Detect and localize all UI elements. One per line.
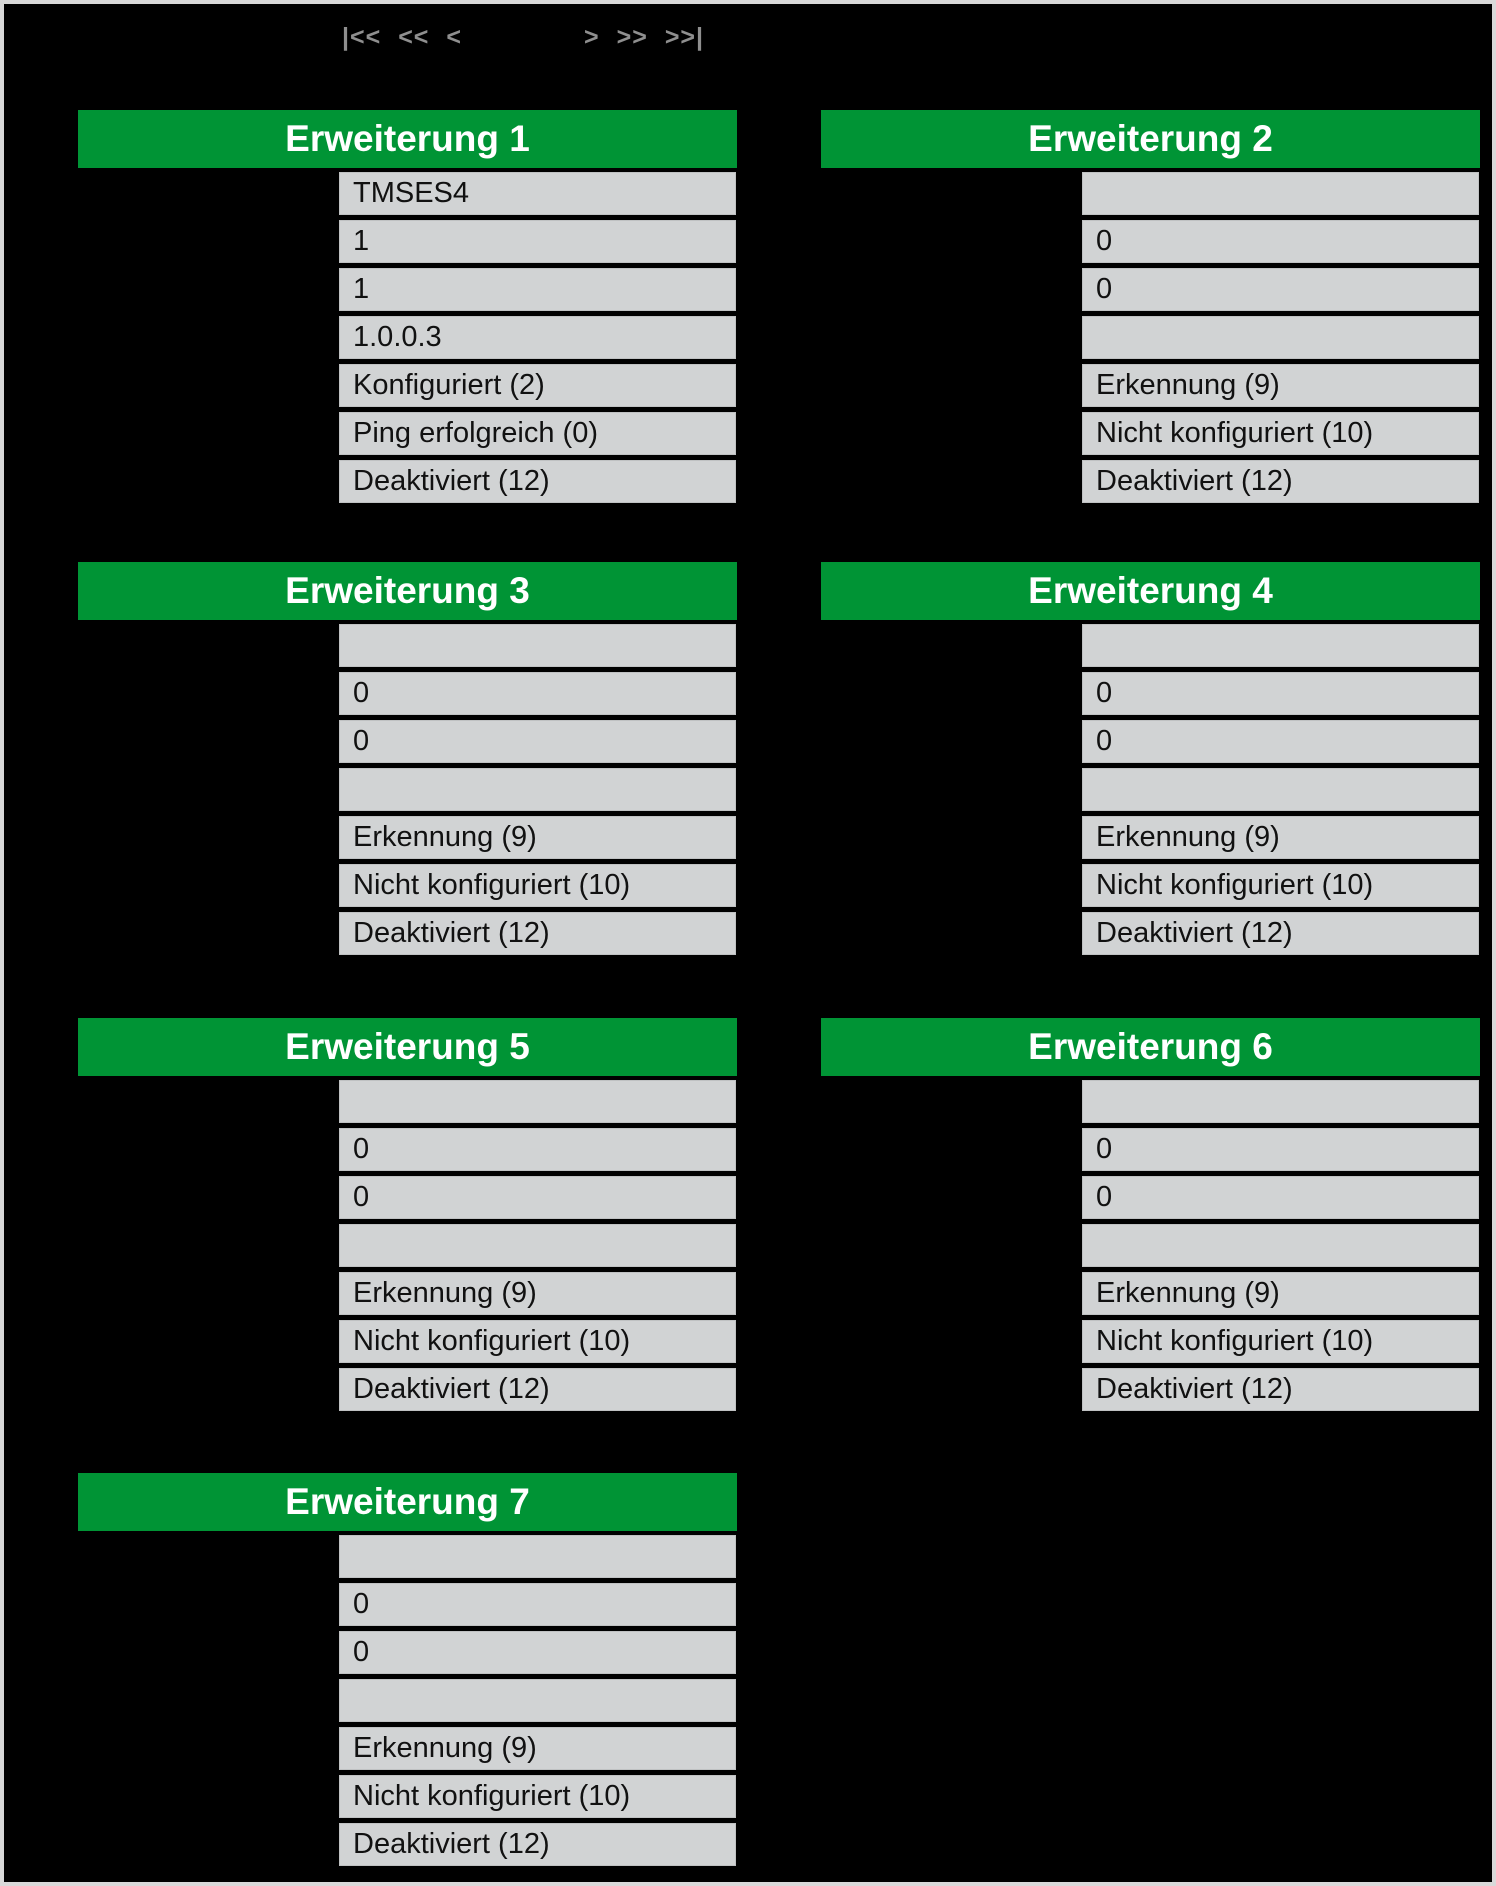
extension-panel-title: Erweiterung 2 [821,110,1480,168]
panel-row-value: 0 [1082,672,1479,715]
pager-spacer [479,37,567,38]
panel-row-value: 0 [1082,720,1479,763]
panel-row-value: 0 [1082,268,1479,311]
pager-fast-next-button[interactable]: >> [616,22,648,51]
extension-panel-title: Erweiterung 4 [821,562,1480,620]
panel-row-value: Nicht konfiguriert (10) [339,1320,736,1363]
panel-row-value: Nicht konfiguriert (10) [1082,412,1479,455]
panel-row-value: Konfiguriert (2) [339,364,736,407]
pager-next-button[interactable]: > [584,22,600,51]
panel-row-value: Erkennung (9) [339,816,736,859]
extension-panel-title: Erweiterung 5 [78,1018,737,1076]
panel-row-value: 1 [339,220,736,263]
panel-row-value: 1.0.0.3 [339,316,736,359]
panel-row-value [339,1679,736,1722]
panel-row-value: 1 [339,268,736,311]
panel-row-value: Nicht konfiguriert (10) [1082,864,1479,907]
panel-row-value: Deaktiviert (12) [339,460,736,503]
panel-row-value [339,1535,736,1578]
pager-first-button[interactable]: |<< [342,22,382,51]
panel-row-value: 0 [1082,220,1479,263]
panel-row-value [1082,624,1479,667]
panel-row-value [1082,316,1479,359]
panel-row-value: 0 [1082,1128,1479,1171]
panel-row-value [1082,1080,1479,1123]
panel-row-value: 0 [339,1583,736,1626]
panel-row-value: Ping erfolgreich (0) [339,412,736,455]
panel-row-value: 0 [339,1631,736,1674]
panel-row-value: 0 [339,720,736,763]
panel-row-value [339,1080,736,1123]
panel-row-value: Erkennung (9) [1082,816,1479,859]
panel-row-value: Deaktiviert (12) [339,1368,736,1411]
extension-panel-title: Erweiterung 1 [78,110,737,168]
panel-row-value [339,1224,736,1267]
pagination-bar: |<< << < > >> >>| [342,20,704,54]
panel-row-value: Deaktiviert (12) [1082,912,1479,955]
pager-fast-prev-button[interactable]: << [398,22,430,51]
panel-row-value: Nicht konfiguriert (10) [1082,1320,1479,1363]
panel-row-value: Erkennung (9) [1082,364,1479,407]
panel-row-value: Deaktiviert (12) [1082,1368,1479,1411]
pager-prev-button[interactable]: < [446,22,463,51]
pager-last-button[interactable]: >>| [664,22,705,51]
panel-row-value: 0 [339,1128,736,1171]
panel-row-value: Deaktiviert (12) [339,912,736,955]
panel-row-value [339,624,736,667]
panel-row-value: Erkennung (9) [339,1272,736,1315]
panel-row-value: Erkennung (9) [1082,1272,1479,1315]
panel-row-value: 0 [339,1176,736,1219]
panel-row-value: Deaktiviert (12) [1082,460,1479,503]
panel-row-value: Deaktiviert (12) [339,1823,736,1866]
panel-row-value: TMSES4 [339,172,736,215]
extension-panel-title: Erweiterung 6 [821,1018,1480,1076]
panel-row-value: 0 [339,672,736,715]
panel-row-value: Erkennung (9) [339,1727,736,1770]
panel-row-value: 0 [1082,1176,1479,1219]
panel-row-value: Nicht konfiguriert (10) [339,864,736,907]
panel-row-value [1082,768,1479,811]
panel-row-value: Nicht konfiguriert (10) [339,1775,736,1818]
extension-panel-title: Erweiterung 7 [78,1473,737,1531]
extension-panel-title: Erweiterung 3 [78,562,737,620]
panel-row-value [1082,1224,1479,1267]
panel-row-value [339,768,736,811]
panel-row-value [1082,172,1479,215]
